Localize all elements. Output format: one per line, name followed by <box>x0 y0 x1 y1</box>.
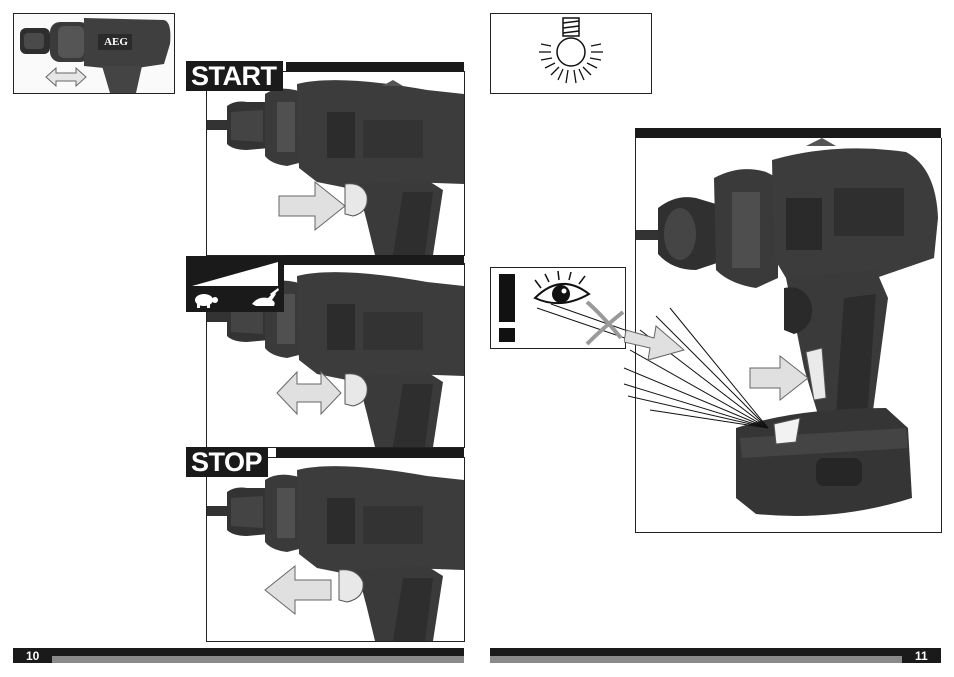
page-number-right: 11 <box>915 649 928 663</box>
label-stop: STOP <box>186 447 268 477</box>
panel-start <box>206 71 465 256</box>
label-start: START <box>186 61 283 91</box>
brand-logo: AEG <box>100 36 132 48</box>
panel-stop <box>206 457 465 642</box>
light-direction-arrow-icon <box>624 320 686 364</box>
footer-left-grey <box>52 656 464 663</box>
panel-eye-warning <box>490 267 626 349</box>
footer-right-grey <box>490 656 902 663</box>
panel-variable-speed-bar <box>284 255 464 265</box>
eye-icon <box>535 271 589 303</box>
panel-light-bulb <box>490 13 652 94</box>
thumbnail-direction-switch: AEG <box>13 13 175 94</box>
light-bulb-icon <box>491 14 651 93</box>
panel-stop-bar <box>276 448 464 458</box>
bidirectional-arrow-icon <box>44 66 88 88</box>
push-trigger-arrow-icon <box>277 180 347 232</box>
warning-exclamation-icon <box>499 274 515 342</box>
drill-thumbnail-illustration <box>14 14 174 93</box>
warning-illustration <box>491 268 625 348</box>
speed-ramp-graphic <box>186 256 284 312</box>
drill-trigger-illustration <box>207 458 464 641</box>
release-trigger-arrow-icon <box>263 564 333 616</box>
bidirectional-arrow-icon <box>275 368 343 418</box>
tortoise-icon <box>195 294 218 308</box>
hare-icon <box>252 288 279 306</box>
page-number-left: 10 <box>26 649 39 663</box>
speed-indicator <box>186 256 284 312</box>
panel-start-bar <box>286 62 464 72</box>
